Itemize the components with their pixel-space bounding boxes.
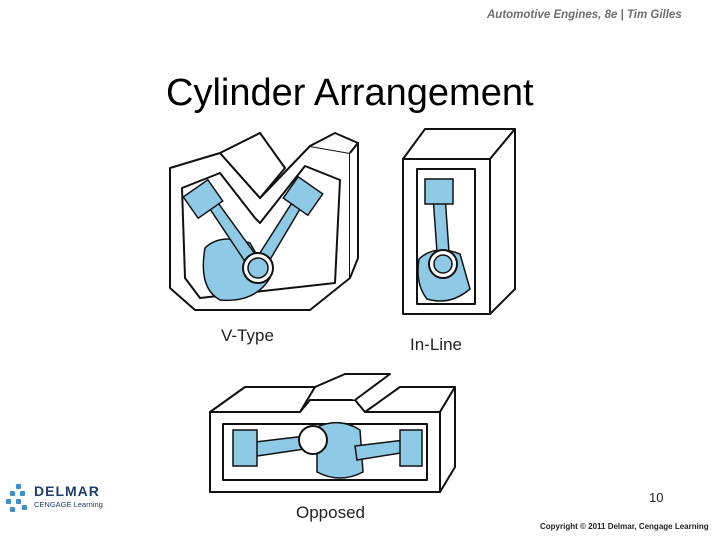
opposed-engine-diagram (209, 373, 456, 493)
v-type-engine-diagram (169, 132, 359, 311)
in-line-label: In-Line (410, 335, 462, 354)
book-header: Automotive Engines, 8e | Tim Gilles (487, 9, 682, 21)
copyright-notice: Copyright © 2011 Delmar, Cengage Learnin… (540, 522, 709, 531)
v-type-label: V-Type (221, 326, 274, 345)
logo-wordmark: DELMAR (34, 483, 100, 499)
logo-subtitle: CENGAGE Learning (34, 500, 103, 509)
opposed-label: Opposed (296, 503, 365, 522)
in-line-engine-diagram (402, 128, 516, 315)
slide-title: Cylinder Arrangement (166, 72, 534, 114)
page-number: 10 (649, 490, 664, 505)
delmar-logo-icon (6, 484, 27, 512)
